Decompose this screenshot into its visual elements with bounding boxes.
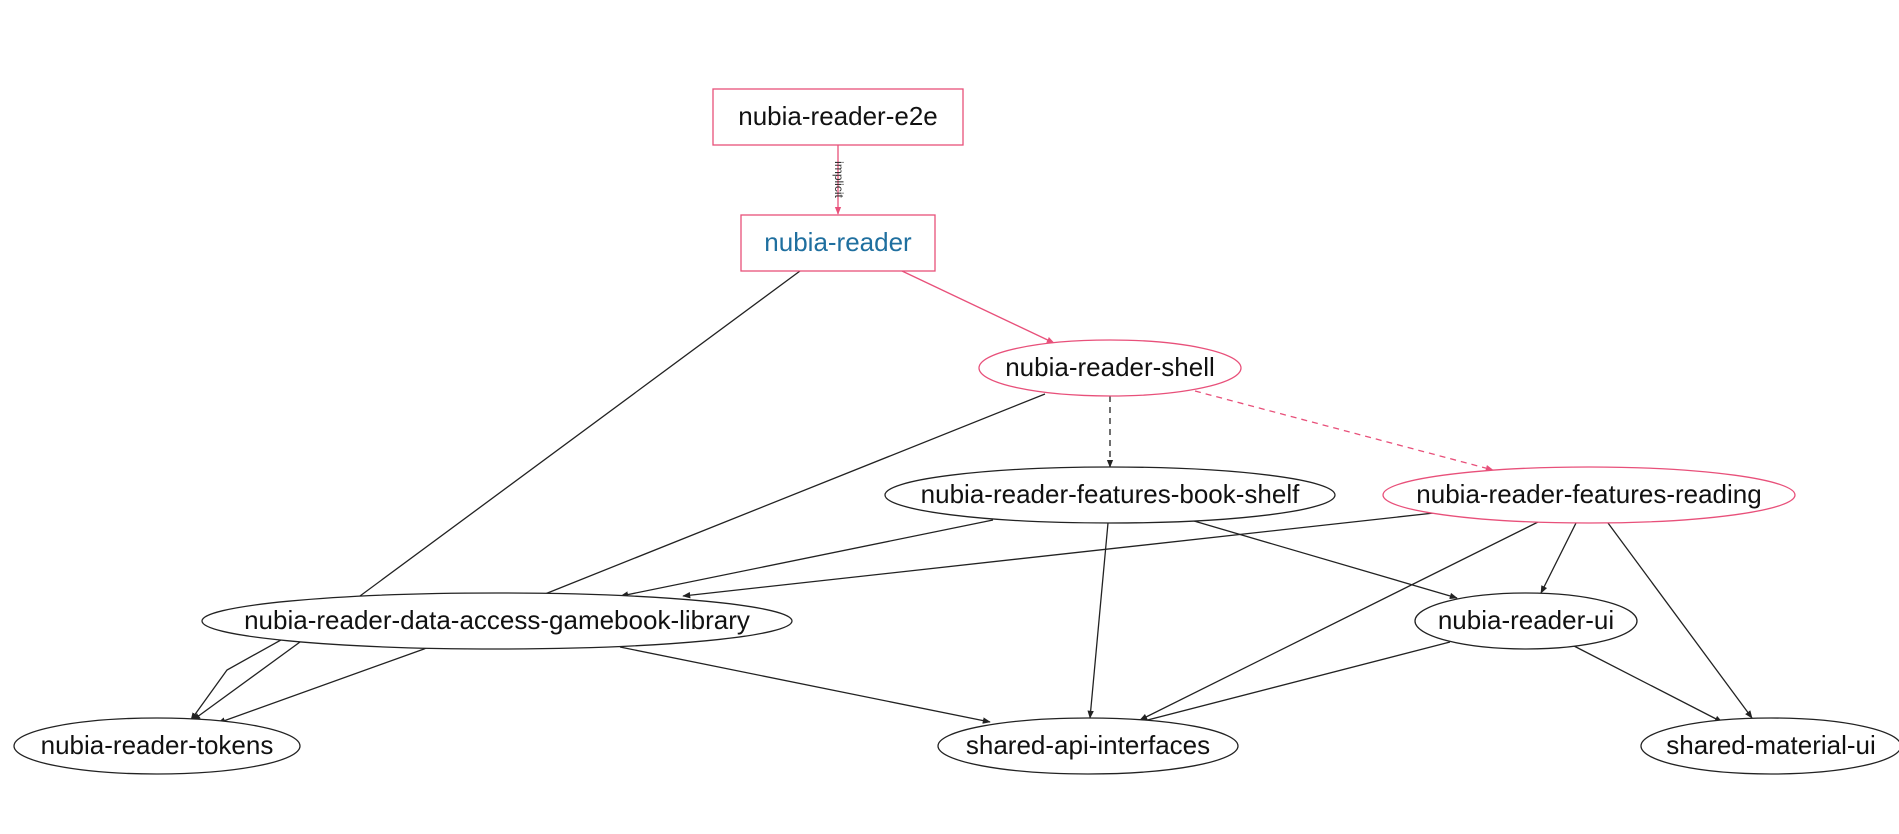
edge-reading-to-material	[1607, 522, 1753, 719]
edge-line	[217, 393, 1046, 724]
edge-line	[1139, 521, 1539, 721]
node-label: nubia-reader-e2e	[738, 101, 937, 131]
edge-reader-to-shell	[901, 270, 1055, 344]
edges-layer: implicit	[190, 145, 1753, 724]
node-bookshelf[interactable]: nubia-reader-features-book-shelf	[884, 466, 1336, 524]
node-shell[interactable]: nubia-reader-shell	[978, 339, 1242, 397]
node-label: shared-material-ui	[1666, 730, 1876, 760]
edge-line	[1540, 522, 1577, 594]
node-ellipse	[884, 466, 1336, 524]
node-ellipse	[1382, 466, 1796, 524]
node-ellipse	[1414, 592, 1638, 650]
node-material[interactable]: shared-material-ui	[1640, 717, 1899, 775]
edge-line	[1139, 641, 1451, 724]
edge-bookshelf-to-ui	[1193, 520, 1458, 600]
edge-line	[619, 646, 991, 724]
node-ellipse	[201, 592, 793, 650]
edge-line	[1194, 390, 1494, 472]
edge-shell-to-tokens	[217, 393, 1046, 724]
edge-line	[1573, 645, 1723, 723]
edge-line	[901, 270, 1055, 344]
node-ellipse	[1640, 717, 1899, 775]
node-ellipse	[978, 339, 1242, 397]
edge-bookshelf-to-apiint	[1087, 522, 1109, 719]
node-box	[740, 214, 936, 272]
node-tokens[interactable]: nubia-reader-tokens	[13, 717, 301, 775]
edge-line	[682, 512, 1435, 599]
edge-line	[190, 270, 801, 721]
edge-bookshelf-to-dataaccess	[620, 519, 994, 598]
edge-e2e-to-reader: implicit	[832, 145, 846, 215]
edge-ui-to-material	[1573, 645, 1723, 723]
node-dataaccess[interactable]: nubia-reader-data-access-gamebook-librar…	[201, 592, 793, 650]
node-label: nubia-reader-features-reading	[1416, 479, 1761, 509]
node-box	[712, 88, 964, 146]
node-reader[interactable]: nubia-reader	[740, 214, 936, 272]
edge-line	[1607, 522, 1753, 719]
edge-shell-to-reading	[1194, 390, 1494, 472]
edge-reading-to-apiint	[1139, 521, 1539, 721]
edge-dataaccess-to-apiint	[619, 646, 991, 724]
node-apiint[interactable]: shared-api-interfaces	[937, 717, 1239, 775]
node-label: nubia-reader	[764, 227, 912, 257]
node-label: nubia-reader-ui	[1438, 605, 1614, 635]
node-label: nubia-reader-shell	[1005, 352, 1215, 382]
edge-line	[1087, 522, 1109, 719]
edge-reading-to-ui	[1540, 522, 1577, 594]
node-ellipse	[13, 717, 301, 775]
node-reading[interactable]: nubia-reader-features-reading	[1382, 466, 1796, 524]
edge-line	[1193, 520, 1458, 600]
nodes-layer: nubia-reader-e2e nubia-reader nubia-reader…	[13, 88, 1899, 775]
node-label: nubia-reader-tokens	[41, 730, 274, 760]
edge-line	[192, 641, 301, 721]
node-label: nubia-reader-features-book-shelf	[921, 479, 1300, 509]
node-ellipse	[937, 717, 1239, 775]
node-label: nubia-reader-data-access-gamebook-librar…	[244, 605, 750, 635]
node-label: shared-api-interfaces	[966, 730, 1210, 760]
edge-label: implicit	[832, 161, 846, 198]
edge-ui-to-apiint	[1139, 641, 1451, 724]
node-ui[interactable]: nubia-reader-ui	[1414, 592, 1638, 650]
node-e2e[interactable]: nubia-reader-e2e	[712, 88, 964, 146]
edge-reader-to-tokens	[190, 270, 801, 721]
edge-dataaccess-to-tokens	[192, 641, 301, 721]
edge-reading-to-dataaccess	[682, 512, 1435, 599]
edge-line	[620, 519, 994, 598]
